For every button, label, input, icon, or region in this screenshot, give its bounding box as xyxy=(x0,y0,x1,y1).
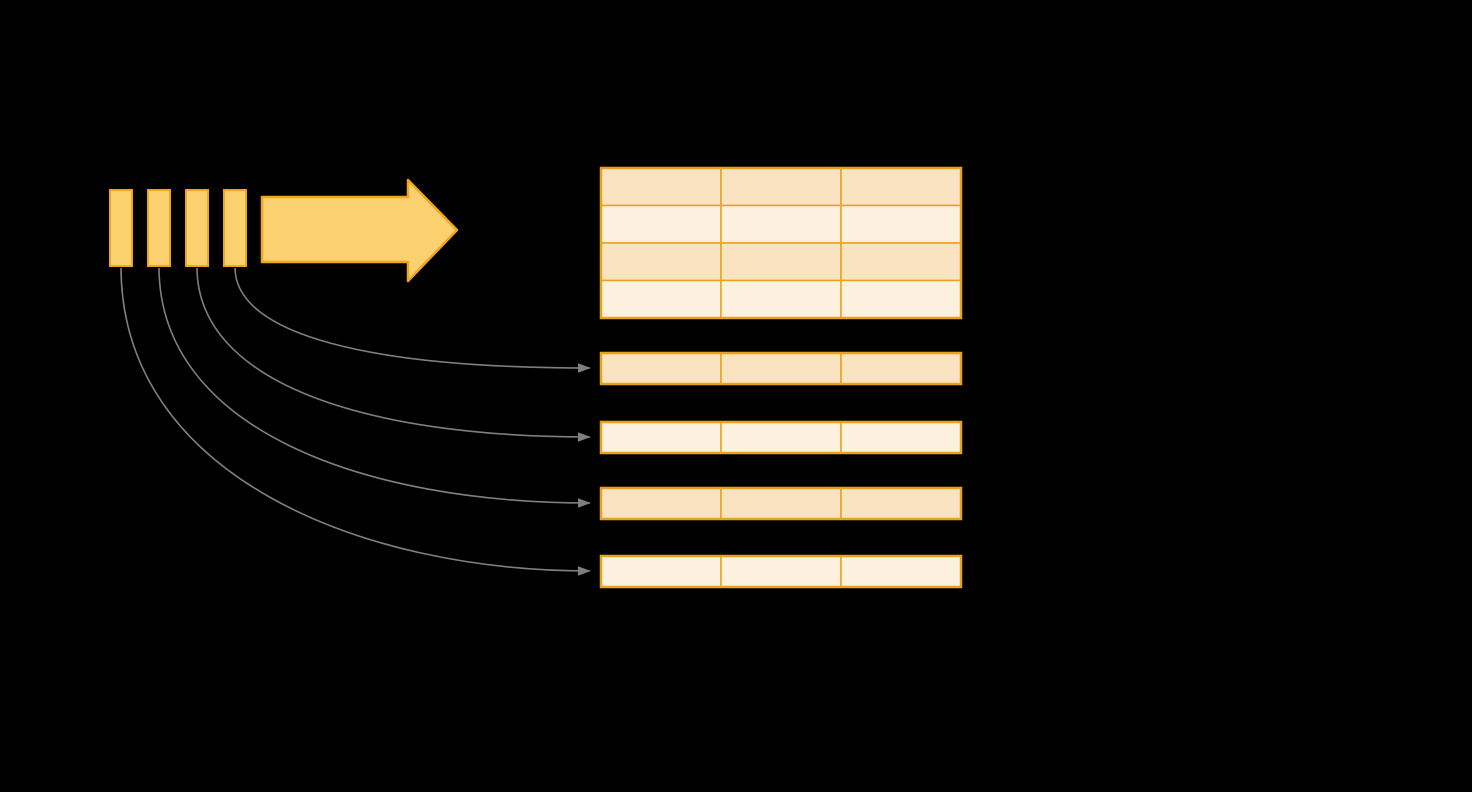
connector-arrow-3 xyxy=(158,267,591,508)
table-cell xyxy=(720,167,842,207)
table-cell xyxy=(600,204,722,244)
table-cell xyxy=(600,487,722,520)
batch-table-frame xyxy=(599,166,963,320)
connector-arrows xyxy=(120,267,591,576)
stream-bar-2 xyxy=(147,189,171,267)
row-table-2 xyxy=(599,420,963,455)
table-cell xyxy=(840,421,962,454)
table-cell xyxy=(720,242,842,282)
table-cell xyxy=(840,204,962,244)
table-cell xyxy=(720,352,842,385)
row-table-frame xyxy=(599,554,963,589)
connector-arrow-1 xyxy=(234,267,591,373)
row-table-frame xyxy=(599,486,963,521)
table-cell xyxy=(600,279,722,319)
table-cell xyxy=(840,352,962,385)
table-cell xyxy=(840,167,962,207)
table-cell xyxy=(720,204,842,244)
connector-arrow-4 xyxy=(120,267,591,576)
row-table-frame xyxy=(599,420,963,455)
table-cell xyxy=(600,242,722,282)
table-cell xyxy=(600,555,722,588)
stream-bar-1 xyxy=(109,189,133,267)
connector-arrow-2 xyxy=(196,267,591,442)
stream-bar-3 xyxy=(185,189,209,267)
table-cell xyxy=(720,487,842,520)
table-cell xyxy=(720,555,842,588)
table-cell xyxy=(600,352,722,385)
batch-table xyxy=(599,166,963,320)
table-cell xyxy=(840,242,962,282)
table-cell xyxy=(600,421,722,454)
table-cell xyxy=(840,279,962,319)
table-cell xyxy=(840,555,962,588)
table-cell xyxy=(840,487,962,520)
right-arrow-icon xyxy=(260,178,459,283)
row-table-3 xyxy=(599,486,963,521)
table-cell xyxy=(600,167,722,207)
table-cell xyxy=(720,421,842,454)
row-table-1 xyxy=(599,351,963,386)
stream-bar-4 xyxy=(223,189,247,267)
table-cell xyxy=(720,279,842,319)
event-stream xyxy=(109,189,247,267)
row-table-4 xyxy=(599,554,963,589)
row-table-frame xyxy=(599,351,963,386)
